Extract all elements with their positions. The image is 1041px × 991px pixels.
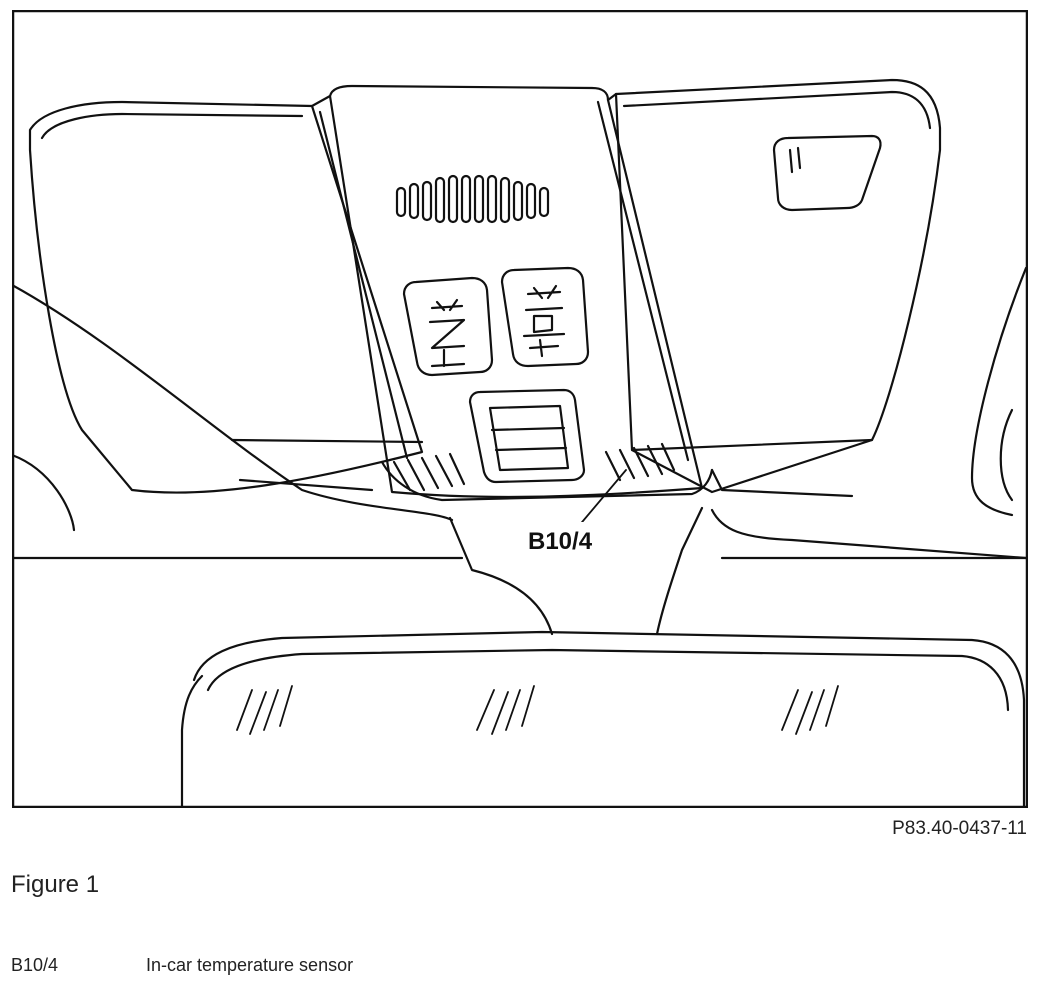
legend-code: B10/4 [11, 955, 59, 975]
left-visor-edge [40, 112, 304, 140]
left-visor-hinge [238, 478, 374, 492]
left-vent [392, 452, 466, 492]
right-trim-inner [999, 408, 1014, 502]
console-right-seam [596, 100, 690, 462]
right-visor-lower-edge [630, 438, 874, 452]
sensor-vent-b10-4 [604, 442, 676, 482]
interior-light-switch-left [402, 276, 494, 377]
vanity-mirror-glare [788, 146, 802, 174]
right-sun-visor [614, 78, 942, 494]
vanity-mirror [772, 134, 882, 212]
right-visor-hinge [710, 468, 854, 498]
console-lower-trim [380, 460, 714, 502]
rear-view-mirror [180, 630, 1026, 808]
callout-label-bg [522, 522, 618, 556]
figure-title: Figure 1 [11, 871, 100, 898]
border [12, 10, 1028, 808]
drawing-reference-code: P83.40-0437-11 [892, 818, 1027, 839]
callout-label: B10/4 [528, 528, 593, 555]
interior-light-switch-right [500, 266, 590, 368]
reading-lamp [468, 388, 586, 484]
overhead-console-drawing: B10/4 [12, 10, 1028, 808]
right-trim [970, 266, 1028, 517]
overhead-console [328, 84, 704, 499]
console-joint-left [310, 94, 332, 108]
right-visor-edge [622, 90, 932, 130]
left-trim [12, 283, 454, 522]
console-left-seam [318, 110, 409, 460]
left-visor-lower-edge [230, 438, 424, 444]
microphone-grille [395, 174, 550, 224]
console-joint-right [606, 92, 618, 102]
legend-description: In-car temperature sensor [146, 955, 354, 975]
diagram-frame: B10/4 [12, 10, 1028, 808]
mirror-stem-left [448, 516, 554, 636]
legend-row: B10/4 In-car temperature sensor [11, 955, 353, 976]
left-sun-visor [28, 100, 424, 494]
mirror-stem-right [655, 506, 704, 636]
headliner-right-edge [710, 508, 1028, 560]
left-trim-inner [12, 453, 76, 532]
